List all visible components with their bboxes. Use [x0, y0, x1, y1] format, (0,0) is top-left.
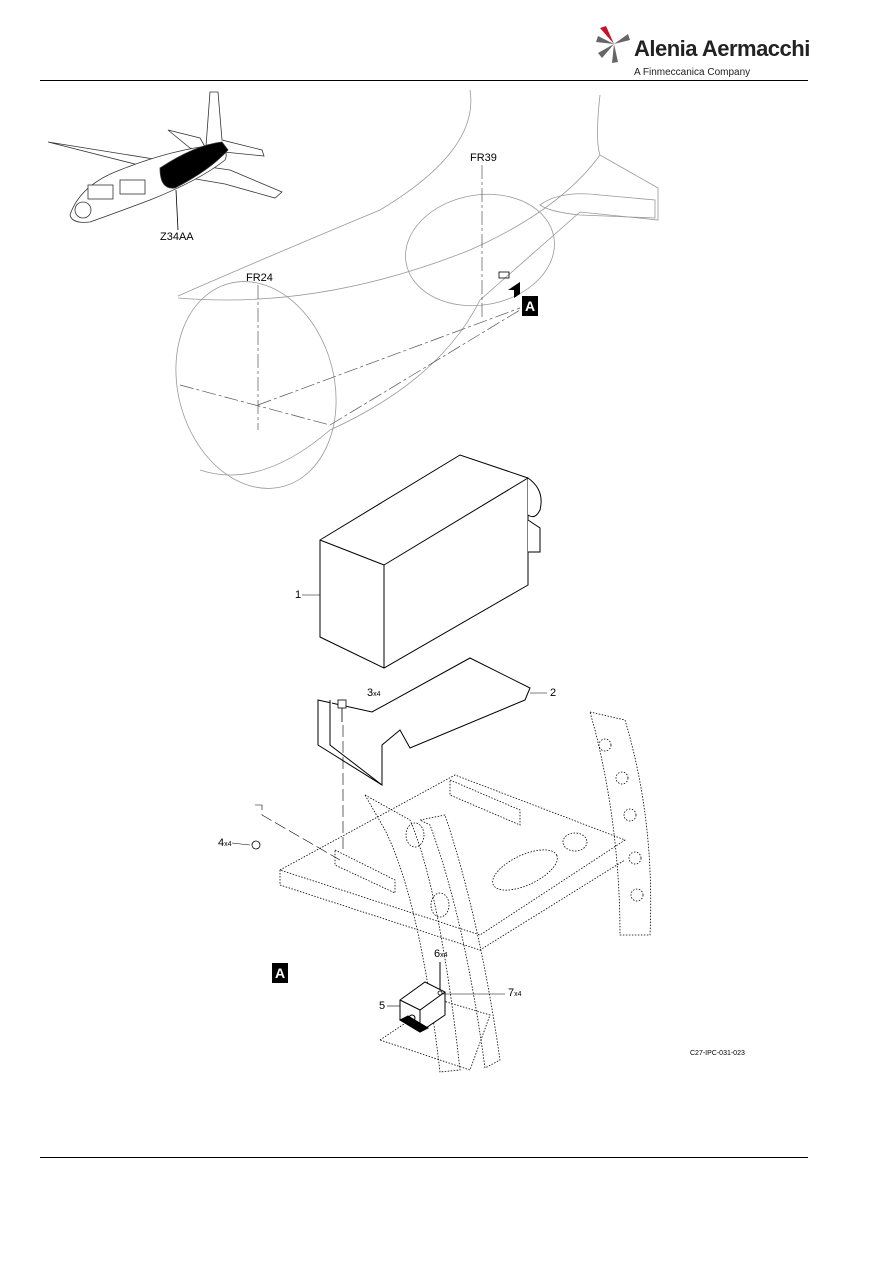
item-label-1: 1 — [295, 589, 302, 601]
figure-reference: C27-IPC-031-023 — [690, 1050, 745, 1057]
header-rule — [40, 80, 808, 81]
aircraft-locator — [47, 91, 283, 231]
item-label-2: 2 — [550, 687, 557, 699]
brand-name: Alenia Aermacchi — [634, 36, 810, 61]
item-label-3: 3x4 — [367, 687, 381, 699]
item-7-washer — [437, 990, 443, 996]
zone-label: Z34AA — [160, 231, 194, 243]
propeller-icon — [596, 26, 630, 63]
item-1-unit — [319, 454, 542, 669]
item-3-bolt — [337, 699, 347, 722]
item-4-nut — [251, 840, 261, 850]
item-label-6: 6x4 — [434, 948, 448, 960]
item-5-block — [398, 981, 446, 1033]
view-a-detail-label: A — [272, 963, 288, 983]
airframe-structure — [278, 711, 652, 1073]
item-label-4: 4x4 — [218, 837, 232, 849]
footer-rule — [40, 1157, 808, 1158]
fuselage-outline — [175, 89, 659, 489]
frame-label-fr39: FR39 — [470, 152, 497, 164]
brand-subtitle: A Finmeccanica Company — [634, 67, 751, 78]
view-arrow-icon — [508, 282, 520, 298]
item-label-5: 5 — [379, 1000, 386, 1012]
frame-label-fr24: FR24 — [246, 272, 273, 284]
item-2-tray — [317, 657, 531, 786]
item-label-7: 7x4 — [508, 987, 522, 999]
view-a-callout: A — [522, 296, 538, 316]
brand-logo: Alenia Aermacchi A Finmeccanica Company — [596, 22, 810, 82]
